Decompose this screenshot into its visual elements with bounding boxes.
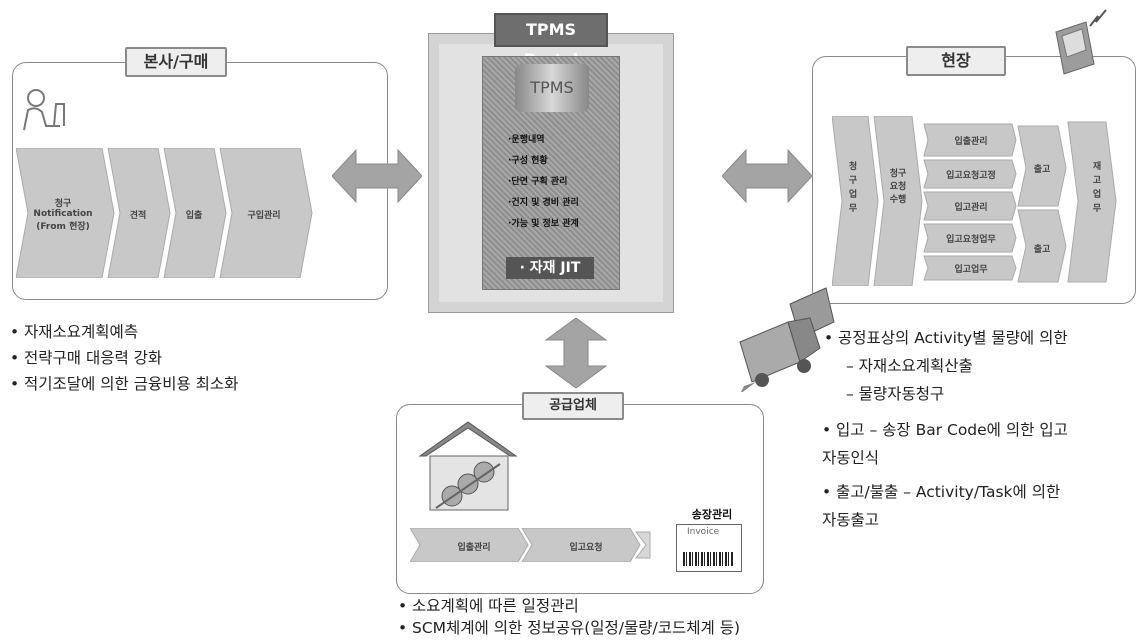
site-mid-step-4: 입고요청업무 [946,235,996,245]
barcode-icon [683,552,733,566]
hq-step-4-shape [219,148,313,278]
portal-supplier-double-arrow [544,318,608,388]
person-icon [23,89,65,131]
site-bullet-2: •입고 – 송장 Bar Code에 의한 입고 [822,421,1068,439]
site-bullet-3-cont: 자동출고 [822,511,880,529]
truck-icon [739,287,835,392]
site-mid-step-5: 입고업무 [954,265,988,275]
invoice-title: 송장관리 [691,508,733,521]
site-step-request-exec: 청구 요청 수행 [889,169,907,205]
portal-feature-4: ·건지 및 경비 관리 [508,198,579,208]
invoice-card: Invoice [676,524,742,572]
hq-step-1-shape [16,148,115,278]
site-step-request: 청구업무 [848,162,858,214]
hq-step-3-label: 입출 [185,211,203,221]
site-bullet-3: •출고/불출 – Activity/Task에 의한 [822,483,1061,501]
supplier-step-2: 입고요청 [569,543,603,553]
hq-portal-double-arrow [332,148,422,204]
portal-feature-1: ·운행내역 [508,135,545,145]
site-tag: 현장 [906,46,1006,76]
site-right-step-3: 재고업무 [1092,162,1102,214]
hq-step-4-label: 구입관리 [247,211,281,221]
site-mid-step-3: 입고관리 [954,203,988,213]
site-bullet-1b: – 물량자동청구 [846,385,945,403]
site-bullet-2-cont: 자동인식 [822,449,880,467]
hq-step-2-label: 견적 [129,211,147,221]
supplier-bullet-2: •SCM체계에 의한 정보공유(일정/물량/코드체계 등) [398,619,741,637]
portal-site-double-arrow [722,148,812,204]
invoice-label: 송장관리 Invoice [676,506,748,572]
supplier-bullet-1: •소요계획에 따른 일정관리 [398,597,579,615]
hq-step-2-shape [107,148,171,278]
hq-bullet-2: •전략구매 대응력 강화 [10,349,163,367]
tpms-database-label: TPMS [530,78,574,97]
warehouse-icon [418,421,518,511]
hq-step-3-shape [163,148,227,278]
portal-feature-list: ·운행내역 ·구성 현황 ·단면 구획 관리 ·건지 및 경비 관리 ·가능 및… [508,130,579,235]
site-mid-step-1: 입출관리 [954,137,988,147]
jit-badge: · 자재 JIT [506,257,594,279]
portal-feature-2: ·구성 현황 [508,156,548,166]
portal-feature-3: ·단면 구획 관리 [508,177,568,187]
site-right-step-1: 출고 [1033,165,1051,175]
site-process-flow [832,116,1117,286]
portal-title: TPMS Portal [494,13,608,69]
site-bullet-1: •공정표상의 Activity별 물량에 의한 [824,329,1068,347]
site-mid-step-2: 입고요청고정 [946,171,996,181]
hq-bullet-3: •적기조달에 의한 금융비용 최소화 [10,375,239,393]
invoice-text: Invoice [687,527,720,537]
handheld-terminal-icon [1055,9,1107,75]
tpms-database-icon: TPMS [515,64,589,112]
hq-process-flow [16,148,313,278]
site-bullet-1a: – 자재소요계획산출 [846,357,973,375]
supplier-process-flow [410,528,651,562]
hq-step-1-label: 청구 Notification (From 현장) [33,199,93,232]
hq-bullet-1: •자재소요계획예측 [10,323,139,341]
hq-tag: 본사/구매 [125,47,227,77]
site-right-step-2: 출고 [1033,245,1051,255]
supplier-tag: 공급업체 [522,392,624,420]
supplier-step-1: 입출관리 [457,543,491,553]
portal-feature-5: ·가능 및 정보 관계 [508,219,579,229]
